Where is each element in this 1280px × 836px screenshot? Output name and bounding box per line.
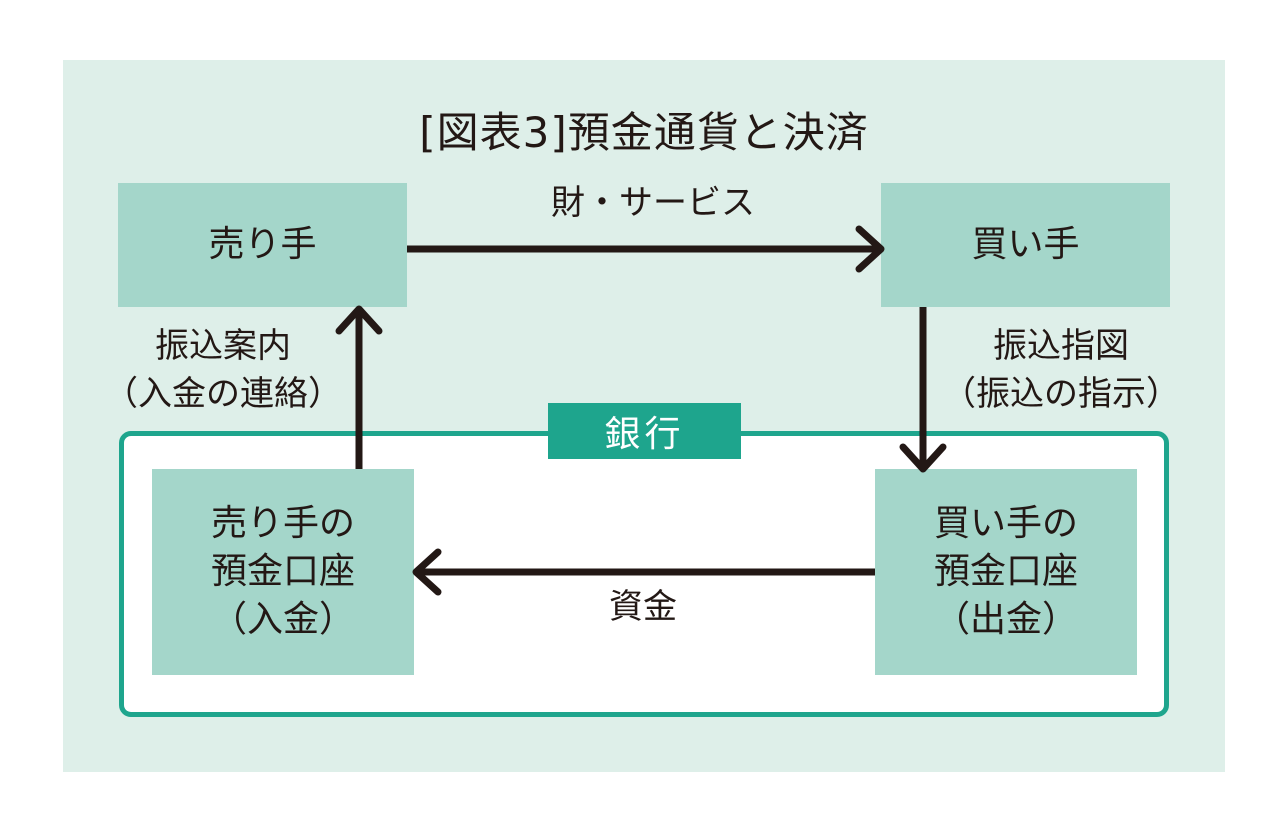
- goods-arrow: [407, 225, 885, 273]
- seller-account-line-3: （入金）: [210, 599, 355, 640]
- transfer-notice-label: 振込案内 （入金の連絡）: [103, 322, 343, 418]
- buyer-box: 買い手: [881, 183, 1170, 307]
- seller-label: 売り手: [208, 224, 317, 265]
- seller-box: 売り手: [118, 183, 407, 307]
- buyer-account-line-2: 預金口座: [933, 551, 1078, 592]
- funds-label: 資金: [609, 587, 677, 627]
- settlement-diagram: [図表3]預金通貨と決済 銀行 売り手 買い手 売り手の 預金口座 （入金） 買…: [63, 60, 1225, 772]
- transfer-instruction-line-2: （振込の指示）: [942, 374, 1180, 414]
- funds-arrow: [412, 548, 875, 596]
- transfer-notice-line-1: 振込案内: [155, 326, 291, 366]
- buyer-account-box: 買い手の 預金口座 （出金）: [875, 469, 1137, 675]
- buyer-label: 買い手: [971, 224, 1080, 265]
- diagram-title: [図表3]預金通貨と決済: [419, 108, 869, 157]
- bank-label: 銀行: [548, 403, 741, 459]
- buyer-account-line-3: （出金）: [933, 599, 1078, 640]
- transfer-instruction-label: 振込指図 （振込の指示）: [941, 322, 1181, 418]
- transfer-notice-line-2: （入金の連絡）: [104, 374, 342, 414]
- seller-account-line-2: 預金口座: [210, 551, 355, 592]
- buyer-account-line-1: 買い手の: [933, 503, 1078, 544]
- arrows-layer: [335, 225, 947, 596]
- transfer-notice-arrow: [335, 305, 383, 469]
- seller-account-box: 売り手の 預金口座 （入金）: [152, 469, 414, 675]
- transfer-instruction-line-1: 振込指図: [993, 326, 1129, 366]
- goods-services-label: 財・サービス: [551, 183, 755, 223]
- transfer-instruction-arrow: [899, 307, 947, 473]
- seller-account-line-1: 売り手の: [210, 503, 355, 544]
